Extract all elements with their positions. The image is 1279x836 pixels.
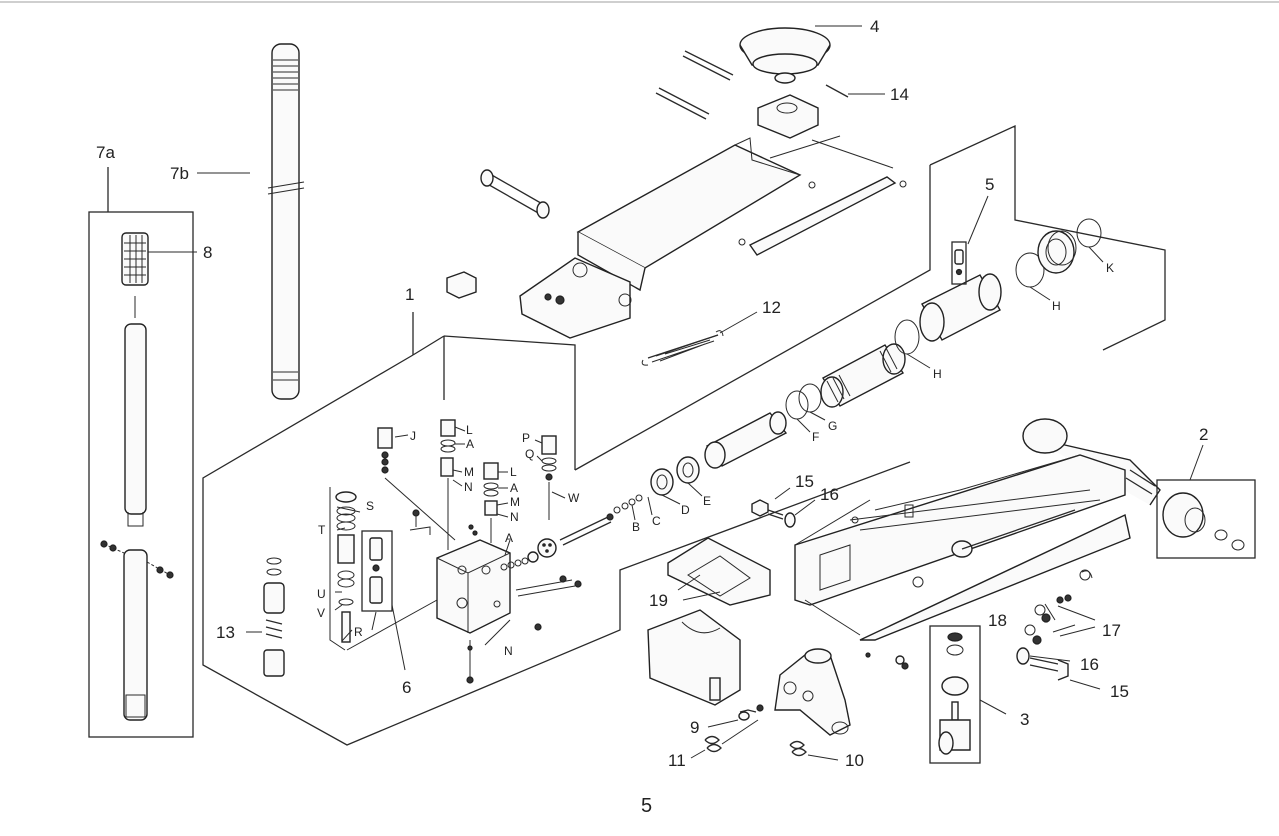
lift-arm-assembly: [480, 25, 907, 339]
callout-13: 13: [216, 623, 235, 642]
sublabel-U: U: [317, 587, 326, 601]
box-3-caster: [929, 625, 1007, 764]
sublabel-A-row: A: [505, 531, 513, 545]
callout-8: 8: [203, 243, 212, 262]
callout-6: 6: [402, 678, 411, 697]
callout-17: 17: [1102, 621, 1121, 640]
callout-16-lower: 16: [1080, 655, 1099, 674]
spring-12: [641, 311, 758, 366]
sublabel-B: B: [632, 520, 640, 534]
sublabel-N-left: N: [464, 480, 473, 494]
sublabel-J: J: [410, 429, 416, 443]
callout-14: 14: [890, 85, 909, 104]
sublabel-P: P: [522, 431, 530, 445]
callout-3: 3: [1020, 710, 1029, 729]
page-number: 5: [641, 795, 652, 817]
sublabel-Q: Q: [525, 447, 534, 461]
box-6: [346, 530, 438, 671]
handle-7b: [197, 43, 305, 400]
callout-16-upper: 16: [820, 485, 839, 504]
callout-15-lower: 15: [1110, 682, 1129, 701]
callout-12: 12: [762, 298, 781, 317]
sublabel-C: C: [652, 514, 661, 528]
box-7a: [88, 167, 197, 738]
sublabel-D: D: [681, 503, 690, 517]
sublabel-A-left: A: [466, 437, 474, 451]
sublabel-A-right: A: [510, 481, 518, 495]
cover-plate: [647, 609, 741, 706]
sublabel-F: F: [812, 430, 819, 444]
stack-13: [246, 557, 285, 677]
sublabel-L-left: L: [466, 423, 473, 437]
sublabel-R: R: [354, 625, 363, 639]
sublabel-W: W: [568, 491, 580, 505]
jack-frame: [751, 418, 1161, 690]
callout-numbers: 7a 7b 8 1 4 14 5 12 2 15 16 19 13 6 18 1…: [96, 17, 1208, 770]
sublabel-M-left: M: [464, 465, 474, 479]
sublabel-L-right: L: [510, 465, 517, 479]
pump-body: [377, 419, 582, 684]
sublabel-M-right: M: [510, 495, 520, 509]
callout-19: 19: [649, 591, 668, 610]
callout-4: 4: [870, 17, 879, 36]
callout-11: 11: [668, 751, 686, 770]
stack-STUV: [329, 487, 357, 651]
box-2: [1156, 444, 1256, 559]
sublabel-E: E: [703, 494, 711, 508]
plate-19: [667, 537, 771, 606]
callout-5: 5: [985, 175, 994, 194]
small-block: [446, 271, 477, 299]
callout-15-upper: 15: [795, 472, 814, 491]
sublabel-T: T: [318, 523, 326, 537]
sublabel-V: V: [317, 606, 325, 620]
pump-frame-outline: [202, 124, 1166, 746]
leader-lines: [334, 246, 1104, 646]
callout-7b: 7b: [170, 164, 189, 183]
callout-9: 9: [690, 718, 699, 737]
sub-labels: J L A M N L A M N P Q W A N S T U V R B …: [317, 261, 1114, 658]
sublabel-H-lower: H: [933, 367, 942, 381]
sublabel-N-bottom: N: [504, 644, 513, 658]
callout-2: 2: [1199, 425, 1208, 444]
sublabel-G: G: [828, 419, 837, 433]
sublabel-N-right: N: [510, 510, 519, 524]
sublabel-S: S: [366, 499, 374, 513]
callout-18: 18: [988, 611, 1007, 630]
pedal-bracket: [690, 648, 851, 761]
callout-10: 10: [845, 751, 864, 770]
callout-1: 1: [405, 285, 414, 304]
callout-7a: 7a: [96, 143, 115, 162]
sublabel-H-upper: H: [1052, 299, 1061, 313]
sublabel-K: K: [1106, 261, 1114, 275]
